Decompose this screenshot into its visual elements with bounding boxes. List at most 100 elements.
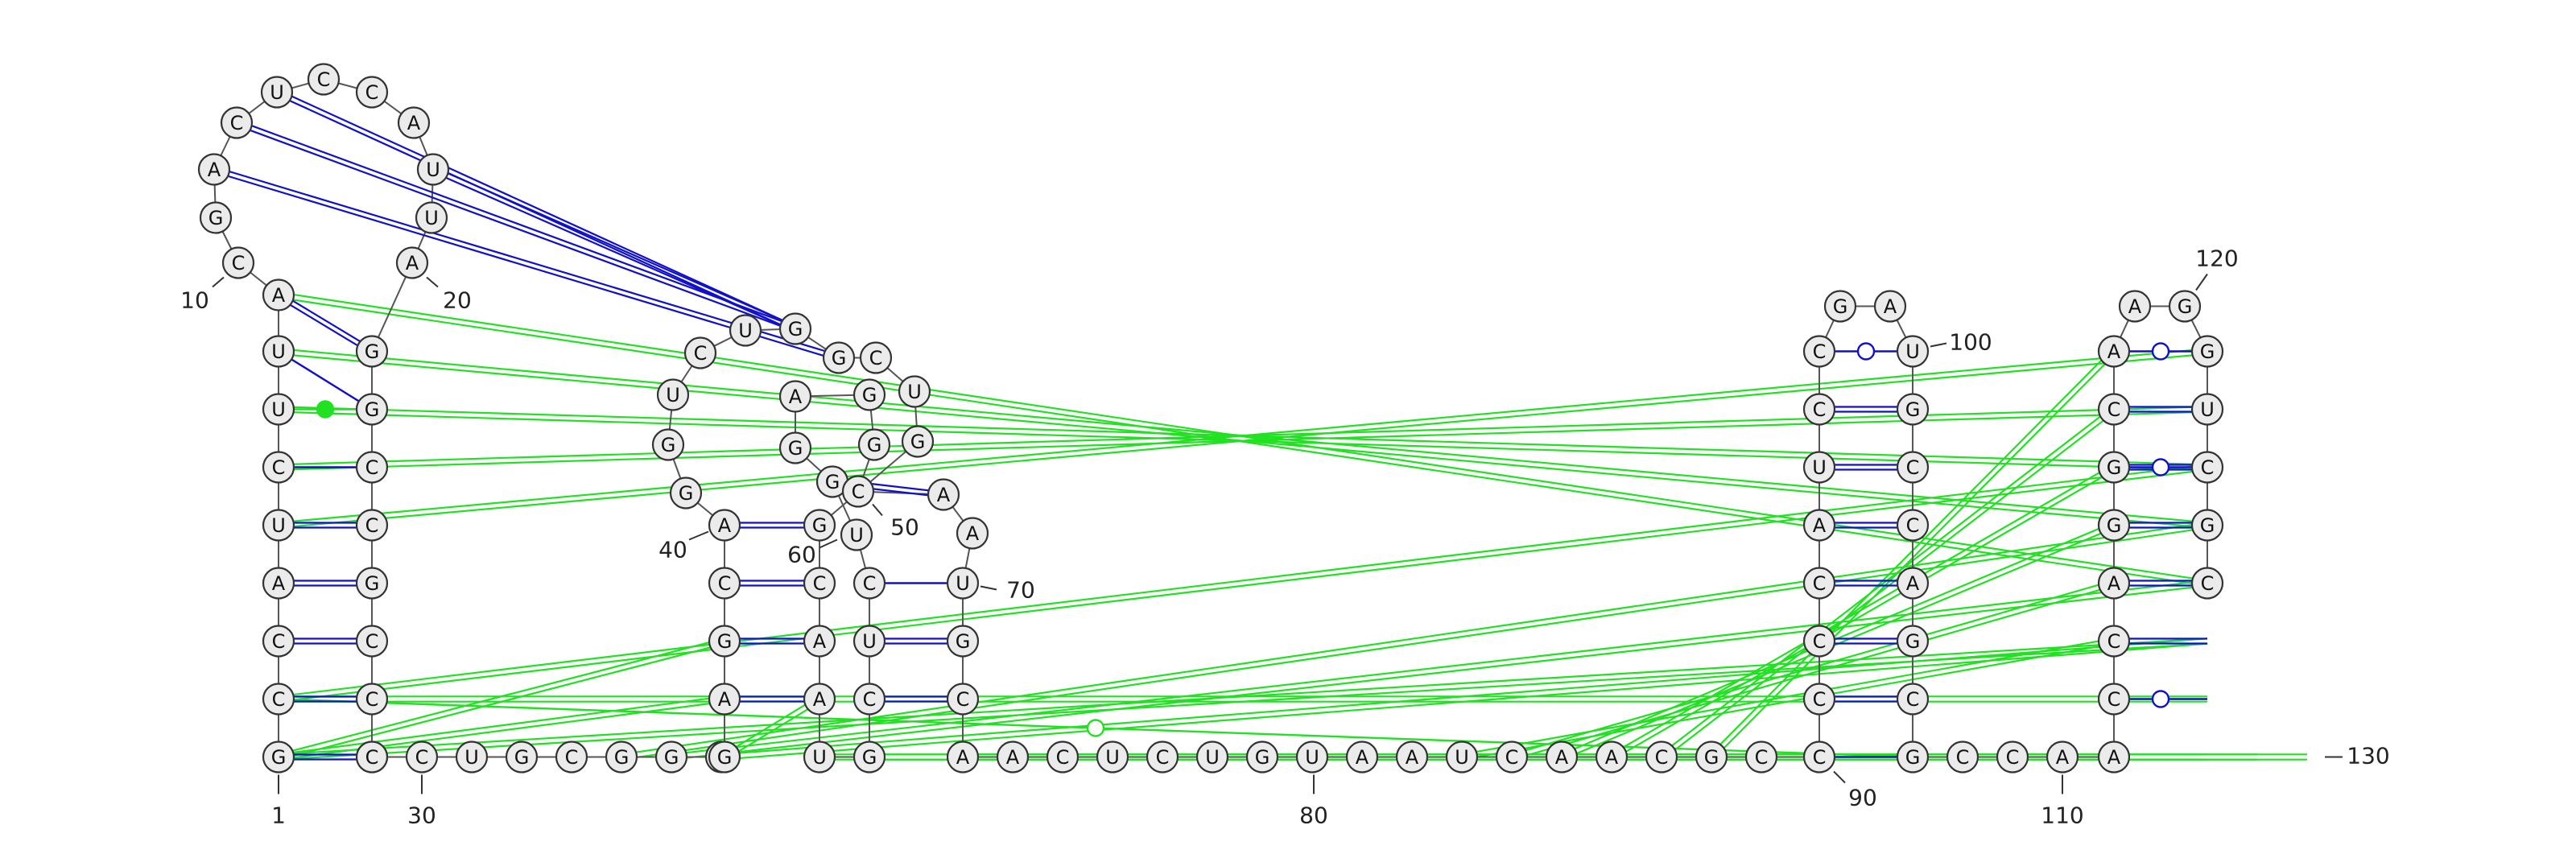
nucleotide-87: C	[1645, 740, 1678, 773]
nucleotide-letter: C	[365, 688, 379, 711]
nucleotide-letter: G	[614, 746, 630, 769]
nucleotide-letter: C	[852, 481, 865, 503]
nucleotide-34: G	[605, 740, 638, 773]
nucleotide-letter: C	[1505, 746, 1519, 769]
base-pair-line	[279, 291, 374, 350]
nucleotide-56: U	[803, 740, 836, 773]
nucleotide-54: A	[803, 625, 836, 658]
nucleotide-110: A	[2046, 740, 2079, 773]
tertiary-interaction-line	[1510, 580, 2114, 756]
nucleotide-4: A	[262, 567, 295, 600]
nucleotide-16: C	[355, 76, 389, 109]
nucleotide-letter: U	[849, 524, 864, 547]
nucleotide-105: G	[1896, 625, 1930, 658]
nucleotide-letter: G	[365, 340, 380, 363]
nucleotide-114: A	[2097, 567, 2131, 600]
nucleotide-44: U	[656, 378, 690, 411]
nucleotide-42: G	[669, 476, 703, 509]
nucleotide-83: U	[1445, 740, 1479, 773]
tertiary-interaction-line	[279, 291, 2208, 582]
nucleotide-letter: A	[1406, 746, 1419, 769]
nucleotide-letter: A	[718, 688, 732, 711]
nucleotide-99: A	[1873, 290, 1907, 323]
tertiary-interaction-line	[725, 700, 822, 761]
nucleotide-letter: U	[812, 746, 827, 769]
nucleotide-40: C	[708, 567, 741, 600]
position-label-40: 40	[658, 530, 709, 563]
base-pair-line	[433, 166, 797, 328]
position-label-text: 60	[787, 542, 816, 568]
base-pair-line	[431, 171, 795, 332]
position-label-80: 80	[1299, 774, 1328, 829]
nucleotide-30: C	[405, 740, 439, 773]
nucleotide-letter: A	[208, 159, 221, 181]
position-label-60: 60	[787, 538, 838, 568]
nucleotide-letter: A	[2107, 746, 2121, 769]
position-label-70: 70	[980, 577, 1035, 604]
nucleotide-84: C	[1495, 740, 1529, 773]
nucleotide-13: C	[220, 106, 254, 139]
nucleotide-75: C	[1046, 740, 1080, 773]
position-label-text: 20	[443, 287, 472, 314]
nucleotide-letter: G	[208, 207, 224, 229]
nucleotide-letter: G	[825, 471, 840, 493]
nucleotide-48: G	[822, 341, 856, 374]
position-label-text: 10	[180, 287, 209, 314]
position-label-10: 10	[180, 276, 225, 314]
nucleotide-113: C	[2097, 625, 2131, 658]
nucleotide-101: G	[1896, 393, 1930, 426]
position-label-text: 30	[407, 802, 436, 829]
nucleotides: GCCAUCUUACGACUCCAUUAGGCCGCCUCCUGCGGAGAGC…	[197, 63, 2224, 773]
nucleotide-letter: G	[1905, 398, 1921, 421]
nucleotide-letter: U	[1105, 746, 1120, 769]
nucleotide-81: A	[1345, 740, 1379, 773]
tertiary-interaction-marker	[1086, 719, 1105, 737]
tertiary-interaction-line	[671, 580, 2207, 756]
nucleotide-24: C	[355, 509, 389, 542]
nucleotide-7: U	[262, 393, 295, 426]
nucleotide-letter: G	[788, 318, 803, 340]
nucleotide-64: A	[778, 380, 812, 413]
nucleotide-60: C	[852, 567, 886, 600]
nucleotide-letter: C	[1956, 746, 1970, 769]
nucleotide-letter: U	[1455, 746, 1469, 769]
nucleotide-98: G	[1823, 290, 1857, 323]
nucleotide-11: G	[199, 201, 233, 234]
tertiary-interaction-line	[278, 296, 2207, 587]
nucleotide-letter: G	[365, 572, 380, 595]
nucleotide-letter: C	[272, 630, 286, 653]
position-label-text: 1	[271, 802, 286, 829]
nucleotide-117: C	[2097, 393, 2131, 426]
nucleotide-letter: U	[270, 81, 284, 104]
nucleotide-3: C	[262, 625, 295, 658]
nucleotide-letter: U	[271, 398, 286, 421]
nucleotide-58: C	[852, 683, 886, 716]
position-label-110: 110	[2041, 774, 2084, 829]
nucleotide-120: G	[2168, 290, 2202, 323]
position-label-text: 50	[890, 514, 919, 541]
nucleotide-letter: C	[230, 112, 244, 134]
nucleotide-37: G	[708, 740, 741, 773]
nucleotide-letter: C	[2006, 746, 2020, 769]
nucleotide-letter: G	[956, 630, 971, 653]
nucleotide-letter: G	[862, 746, 877, 769]
nucleotide-letter: C	[2201, 456, 2215, 479]
nucleotide-letter: G	[271, 746, 287, 769]
nucleotide-21: G	[355, 335, 389, 368]
nucleotide-letter: G	[867, 434, 882, 456]
nucleotide-letter: C	[365, 456, 379, 479]
nucleotide-letter: A	[2128, 295, 2142, 318]
tertiary-interaction-line	[671, 584, 2208, 761]
nucleotide-8: U	[262, 335, 295, 368]
base-pair-line	[237, 119, 797, 328]
nucleotide-71: G	[946, 625, 980, 658]
nucleotide-39: G	[708, 625, 741, 658]
nucleotide-92: C	[1802, 625, 1836, 658]
nucleotide-29: C	[355, 740, 389, 773]
nucleotide-1: G	[262, 740, 295, 773]
nucleotide-letter: G	[2200, 340, 2215, 363]
nucleotide-19: U	[415, 201, 448, 234]
noncanonical-pair-marker	[2151, 690, 2170, 708]
nucleotide-104: A	[1896, 567, 1930, 600]
nucleotide-letter: C	[272, 688, 286, 711]
